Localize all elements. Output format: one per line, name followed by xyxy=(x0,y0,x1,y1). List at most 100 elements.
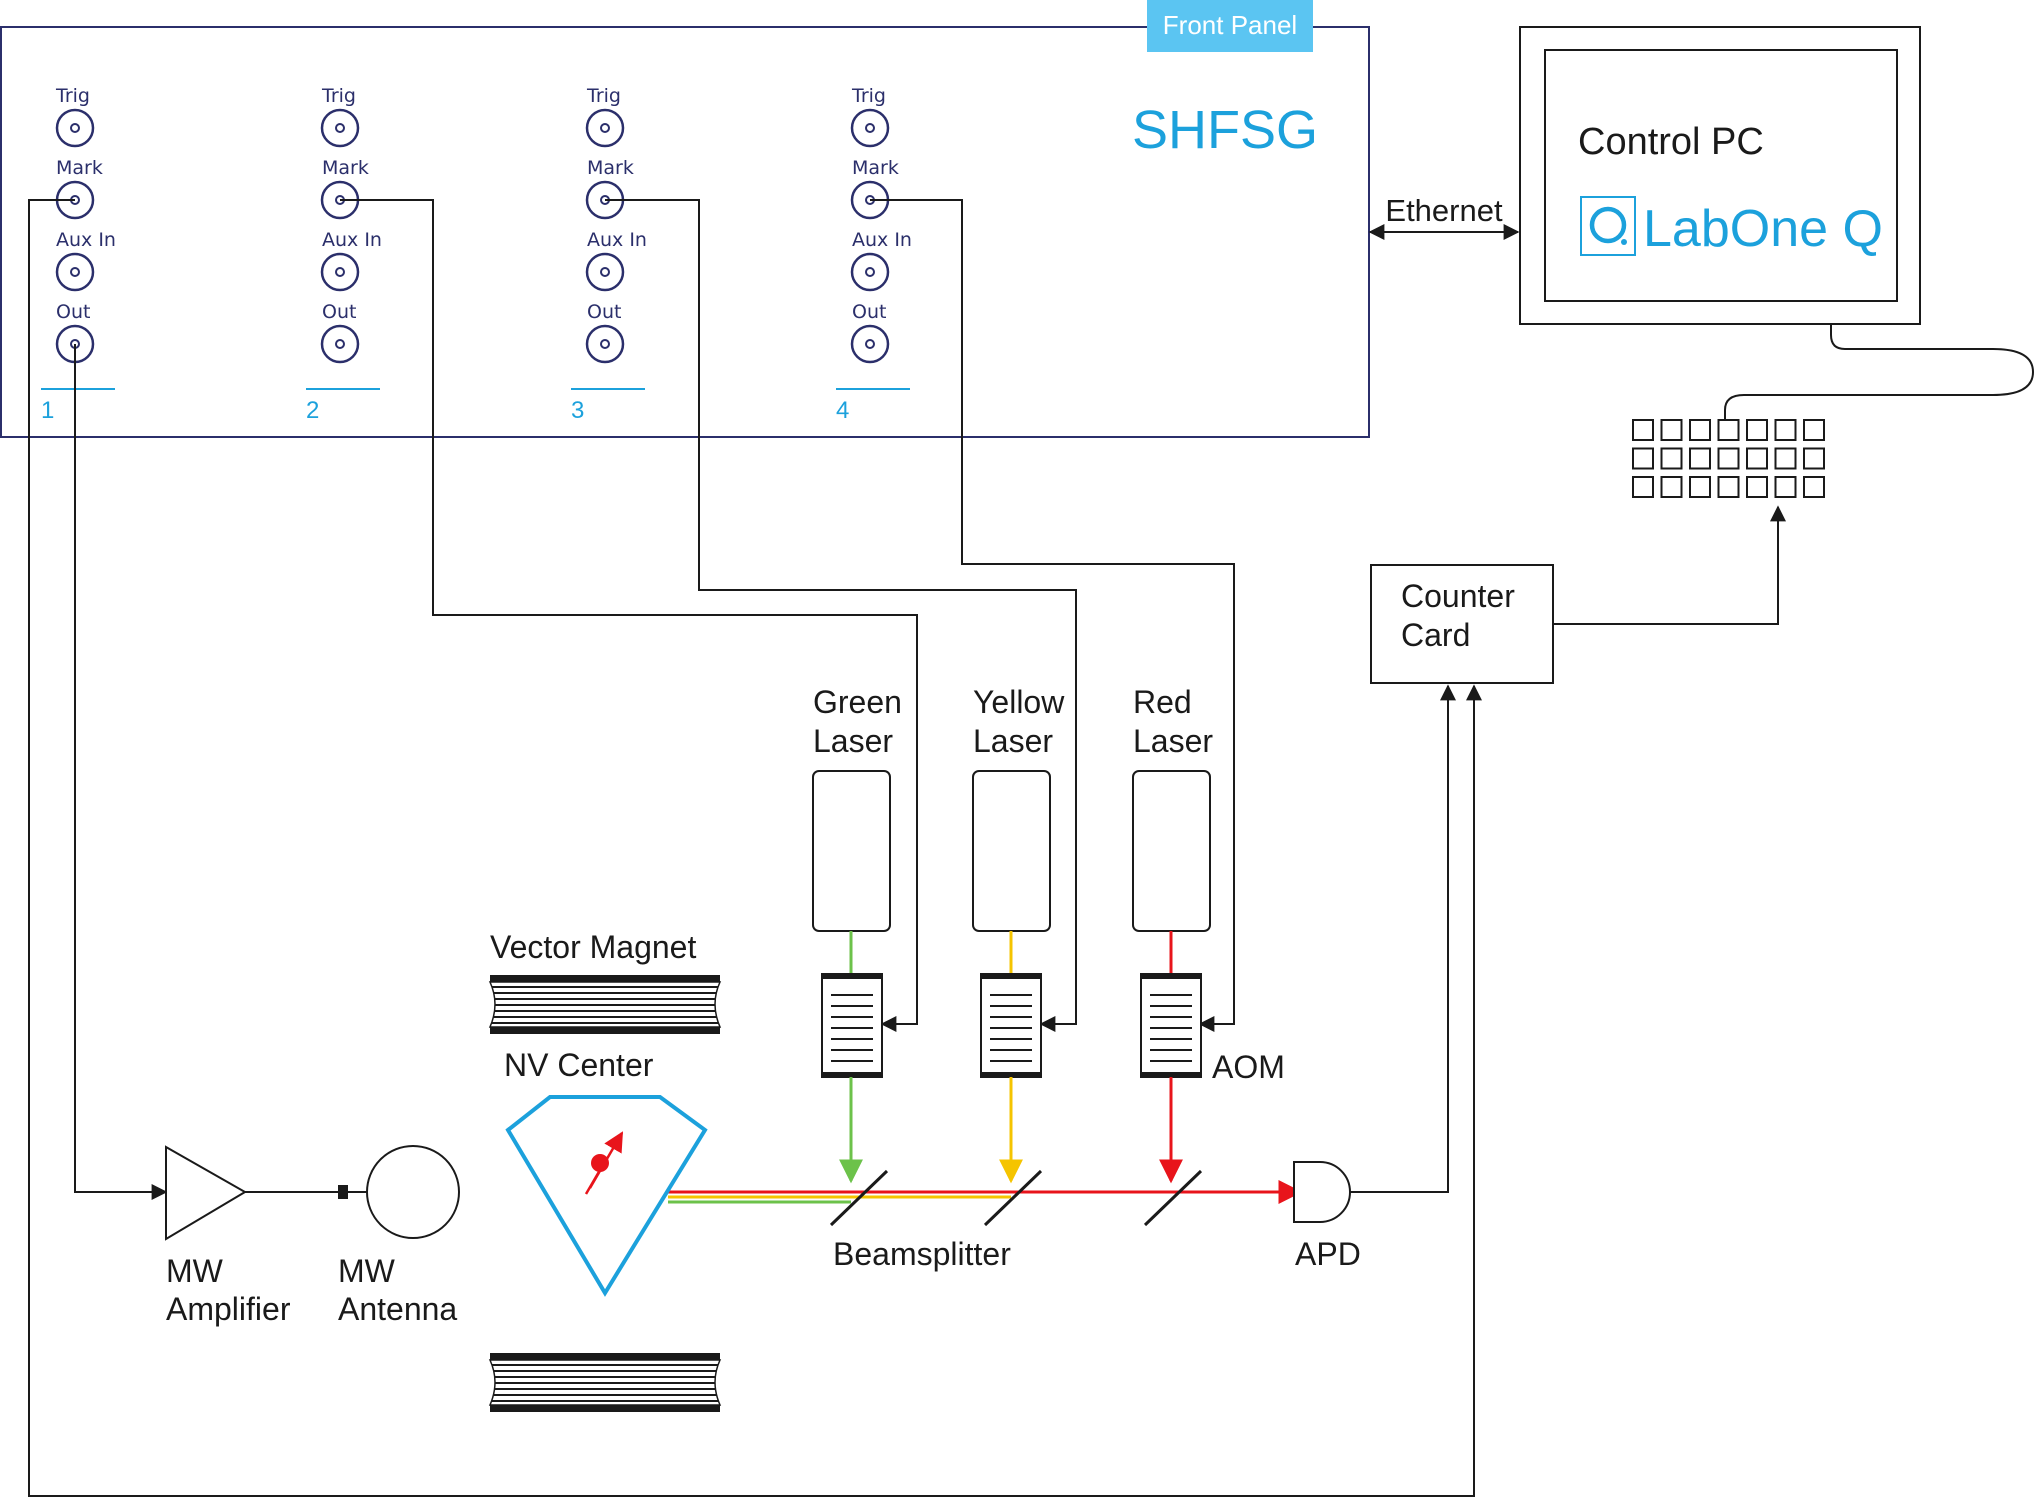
port-label-out: Out xyxy=(852,301,886,323)
keyboard-key xyxy=(1774,419,1797,441)
beamsplitters xyxy=(829,1169,1203,1227)
mw-amplifier-label-1: MW xyxy=(166,1253,224,1289)
channel-2: Trig Mark Aux In Out 2 xyxy=(306,85,382,424)
port-label-aux-in: Aux In xyxy=(56,229,116,251)
vector-magnet-bottom xyxy=(488,1353,722,1412)
aux-in-connector[interactable] xyxy=(320,252,360,292)
mw-antenna: MW Antenna xyxy=(338,1145,460,1327)
combined-beam xyxy=(668,1180,1303,1204)
trig-connector[interactable] xyxy=(55,108,95,148)
aux-in-connector[interactable] xyxy=(850,252,890,292)
signal-wiring xyxy=(28,199,1482,1497)
port-label-trig: Trig xyxy=(851,85,886,107)
keyboard-key xyxy=(1632,476,1654,498)
keyboard-key xyxy=(1632,419,1654,441)
keyboard-key xyxy=(1803,447,1825,470)
out-connector[interactable] xyxy=(320,324,360,364)
trig-connector[interactable] xyxy=(320,108,360,148)
trig-connector[interactable] xyxy=(585,108,625,148)
counter-card-label-1: Counter xyxy=(1401,578,1515,614)
device-name: SHFSG xyxy=(1132,100,1318,160)
channel-4: Trig Mark Aux In Out 4 xyxy=(836,85,912,424)
nv-center-diamond xyxy=(505,1095,708,1297)
port-label-trig: Trig xyxy=(321,85,356,107)
port-label-aux-in: Aux In xyxy=(322,229,382,251)
mw-amplifier: MW Amplifier xyxy=(165,1145,291,1327)
apd: APD xyxy=(1293,1161,1361,1272)
mw-antenna-label-1: MW xyxy=(338,1253,396,1289)
yellow-laser-label-2: Laser xyxy=(973,723,1053,759)
port-label-aux-in: Aux In xyxy=(587,229,647,251)
port-label-trig: Trig xyxy=(586,85,621,107)
beamsplitter-label: Beamsplitter xyxy=(833,1236,1011,1272)
apd-to-counter-line xyxy=(1348,684,1456,1193)
red-laser-label-2: Laser xyxy=(1133,723,1213,759)
green-laser-label-2: Laser xyxy=(813,723,893,759)
keyboard-key xyxy=(1717,447,1740,470)
keyboard-key xyxy=(1803,419,1825,441)
keyboard-key xyxy=(1746,419,1768,441)
beamsplitter-red xyxy=(1143,1169,1203,1227)
nv-center-label: NV Center xyxy=(504,1047,654,1083)
keyboard-key xyxy=(1717,476,1740,498)
ethernet-link: Ethernet xyxy=(1368,193,1520,240)
out-connector[interactable] xyxy=(585,324,625,364)
vector-magnet-label: Vector Magnet xyxy=(490,929,696,965)
counter-card-label-2: Card xyxy=(1401,617,1470,653)
red-laser-label-1: Red xyxy=(1133,684,1192,720)
channel-number: 1 xyxy=(41,397,54,424)
keyboard-key xyxy=(1746,476,1768,498)
aux-in-connector[interactable] xyxy=(585,252,625,292)
labone-q-wordmark: LabOne Q xyxy=(1643,200,1883,258)
port-label-mark: Mark xyxy=(587,157,634,179)
green-laser-label-1: Green xyxy=(813,684,902,720)
keyboard-key xyxy=(1717,419,1740,441)
yellow-aom xyxy=(980,973,1042,1078)
beamsplitter-green xyxy=(829,1169,889,1227)
apd-label: APD xyxy=(1295,1236,1361,1272)
keyboard-key xyxy=(1689,419,1711,441)
aux-in-connector[interactable] xyxy=(55,252,95,292)
keyboard-key xyxy=(1689,476,1711,498)
keyboard xyxy=(1632,419,1825,498)
keyboard-key xyxy=(1660,476,1683,498)
yellow-laser-label-1: Yellow xyxy=(973,684,1065,720)
out1-to-amplifier-line xyxy=(74,344,168,1200)
front-panel-tag xyxy=(1147,0,1313,52)
mw-amplifier-label-2: Amplifier xyxy=(166,1291,291,1327)
counter-to-pc-line xyxy=(1553,505,1786,625)
green-aom xyxy=(821,973,883,1078)
green-laser: Green Laser xyxy=(812,684,902,932)
trig-connector[interactable] xyxy=(850,108,890,148)
mark2-to-green-aom-line xyxy=(340,199,918,1032)
keyboard-key xyxy=(1689,447,1711,470)
port-label-out: Out xyxy=(587,301,621,323)
front-panel: Front Panel SHFSG xyxy=(0,0,1370,438)
keyboard-key xyxy=(1660,447,1683,470)
channel-number: 2 xyxy=(306,397,319,424)
mark1-to-counter-line xyxy=(29,684,1482,1497)
control-pc: Control PC LabOne Q xyxy=(1519,26,2035,420)
keyboard-key xyxy=(1774,476,1797,498)
keyboard-key xyxy=(1774,447,1797,470)
labone-q-logo: LabOne Q xyxy=(1580,196,1883,258)
channel-number: 3 xyxy=(571,397,584,424)
channel-3: Trig Mark Aux In Out 3 xyxy=(571,85,647,424)
control-pc-title: Control PC xyxy=(1578,121,1764,163)
port-label-mark: Mark xyxy=(56,157,103,179)
out-connector[interactable] xyxy=(850,324,890,364)
front-panel-tag-label: Front Panel xyxy=(1163,10,1297,40)
nv-spin-icon xyxy=(591,1154,609,1172)
red-aom xyxy=(1140,973,1202,1078)
yellow-laser: Yellow Laser xyxy=(972,684,1065,932)
ethernet-label: Ethernet xyxy=(1385,193,1503,228)
port-label-mark: Mark xyxy=(852,157,899,179)
channel-1: Trig Mark Aux In Out 1 xyxy=(41,85,116,424)
keyboard-cable xyxy=(1724,324,2035,420)
aom-label: AOM xyxy=(1212,1049,1285,1085)
counter-card: Counter Card xyxy=(1370,564,1554,684)
mark4-to-red-aom-line xyxy=(870,199,1235,1032)
keyboard-key xyxy=(1803,476,1825,498)
keyboard-key xyxy=(1632,447,1654,470)
